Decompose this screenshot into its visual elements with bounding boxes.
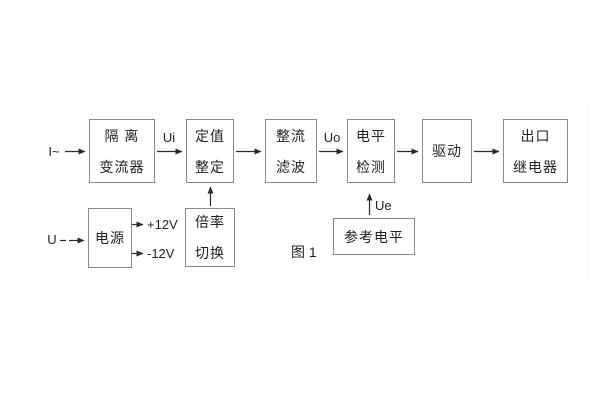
block-power-supply: 电源 [88, 208, 132, 268]
block-label-line: 驱动 [432, 143, 462, 159]
block-isolation-transformer: 隔 离 变流器 [89, 119, 155, 183]
label-uo: Uo [323, 130, 341, 145]
block-label-line: 整定 [195, 158, 225, 175]
block-label-line: 参考电平 [344, 228, 404, 245]
block-label-line: 定值 [195, 127, 225, 144]
block-label-line: 检测 [356, 158, 386, 175]
block-reference-level: 参考电平 [333, 218, 415, 255]
block-label-line: 滤波 [276, 158, 306, 175]
label-input-voltage: U [47, 232, 57, 247]
block-rectifier-filter: 整流 滤波 [265, 119, 317, 183]
block-label-line: 继电器 [513, 158, 558, 175]
block-label-line: 隔 离 [104, 127, 140, 144]
figure-caption: 图 1 [291, 244, 317, 260]
block-label-line: 电平 [356, 127, 386, 144]
label-input-current: I~ [48, 144, 60, 159]
block-driver: 驱动 [422, 119, 472, 183]
label-ue: Ue [375, 198, 392, 213]
label-plus12v: +12V [147, 217, 178, 232]
block-label-line: 电源 [95, 230, 125, 246]
block-label-line: 切换 [195, 245, 225, 261]
block-label-line: 出口 [520, 127, 551, 144]
block-level-detect: 电平 检测 [347, 119, 395, 183]
block-label-line: 变流器 [99, 158, 145, 175]
block-setting-adjust: 定值 整定 [186, 119, 234, 183]
block-output-relay: 出口 继电器 [503, 119, 568, 183]
block-label-line: 倍率 [195, 214, 225, 230]
block-ratio-switch: 倍率 切换 [185, 208, 235, 267]
block-label-line: 整流 [276, 127, 306, 144]
label-minus12v: -12V [147, 246, 175, 261]
label-ui: Ui [162, 130, 176, 145]
